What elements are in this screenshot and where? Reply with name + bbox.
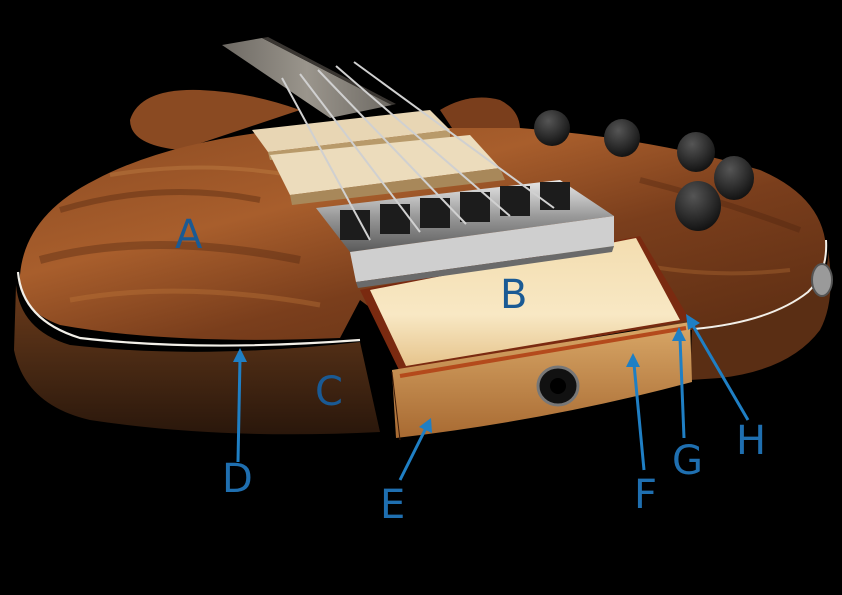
label-g: G [672,438,703,484]
body-side [14,239,831,435]
strings [281,61,555,241]
label-e: E [380,482,405,528]
annotation-arrows [233,314,750,481]
label-h: H [736,418,766,464]
label-f: F [634,472,657,518]
knobs [534,110,754,231]
strap-button [811,263,833,297]
label-b: B [500,272,527,318]
upper-horn [130,89,300,150]
pickup-bridge [270,135,505,205]
label-c: C [315,369,343,415]
binding-line [16,271,361,347]
label-a: A [175,212,203,258]
output-jack [536,365,580,407]
label-d: D [222,456,253,502]
